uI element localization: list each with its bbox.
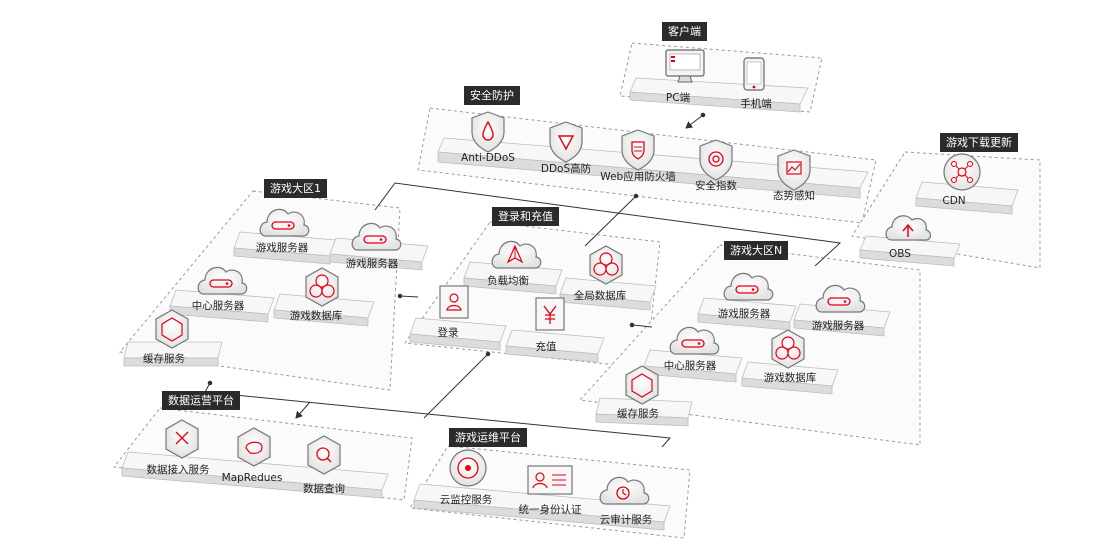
login-platform <box>409 317 507 351</box>
zone1-game-server-1-platform <box>233 231 337 265</box>
mapreduce-hexagon-icon <box>237 427 271 467</box>
situation-shield-icon <box>777 149 811 191</box>
identity-card-icon <box>527 465 573 495</box>
zoneN-cache-hexagon-icon <box>625 365 659 405</box>
zoneN-game-server-2-cloud-icon <box>815 284 866 313</box>
game-ops-platform <box>413 483 671 531</box>
zone1-center-server-cloud-icon <box>197 266 248 295</box>
login-to-zoneN-line <box>631 324 653 328</box>
to-data-ops-arrow <box>295 401 311 419</box>
zoneN-game-server-1-cloud-icon <box>723 272 774 301</box>
zone1-game-server-2-cloud-icon <box>351 222 402 251</box>
zone1-game-server-1-cloud-icon <box>259 208 310 237</box>
zone-to-ops-line <box>204 382 672 448</box>
zone1-game-db-platform <box>273 293 375 327</box>
icons <box>155 49 981 505</box>
global-db-hexagon-icon <box>589 245 623 285</box>
global-db-platform <box>559 277 657 311</box>
load-balancer-cloud-icon <box>491 240 542 269</box>
connectors <box>204 112 842 448</box>
zone1-game-db-hexagon-icon <box>305 267 339 307</box>
zone1-to-login-line <box>399 295 419 298</box>
zoneN-center-server-platform <box>643 349 743 383</box>
user-card-icon <box>439 285 469 319</box>
zone1-cache-hexagon-icon <box>155 309 189 349</box>
client-to-security-arrow <box>685 114 704 129</box>
zone1-cache-platform <box>123 341 223 367</box>
obs-platform <box>859 235 961 267</box>
platforms <box>121 77 1019 531</box>
login-to-ops-line <box>423 353 489 419</box>
zoneN-game-db-hexagon-icon <box>771 329 805 369</box>
zoneN-cache-platform <box>595 397 693 427</box>
yen-icon <box>535 297 565 331</box>
cloud-monitor-icon <box>449 449 487 487</box>
cloud-audit-icon <box>599 476 650 505</box>
upload-cloud-icon <box>885 215 932 241</box>
monitor-icon <box>665 49 705 83</box>
recharge-platform <box>505 329 605 363</box>
waf-shield-icon <box>621 129 655 171</box>
security-to-login-line <box>584 195 637 247</box>
zoneN-game-db-platform <box>741 361 839 395</box>
data-query-hexagon-icon <box>307 435 341 475</box>
anti-ddos-shield-icon <box>471 111 505 153</box>
cdn-platform <box>915 181 1019 215</box>
zoneN-game-server-1-platform <box>697 297 797 331</box>
network-nodes-icon <box>943 153 981 191</box>
zoneN-center-server-cloud-icon <box>669 326 720 355</box>
ddos-high-shield-icon <box>549 121 583 163</box>
mobile-phone-icon <box>743 57 765 91</box>
data-ingest-hexagon-icon <box>165 419 199 459</box>
data-ops-platform <box>121 451 389 499</box>
security-to-zones-line <box>374 182 842 267</box>
zone1-center-server-platform <box>169 289 275 323</box>
security-index-shield-icon <box>699 139 733 181</box>
